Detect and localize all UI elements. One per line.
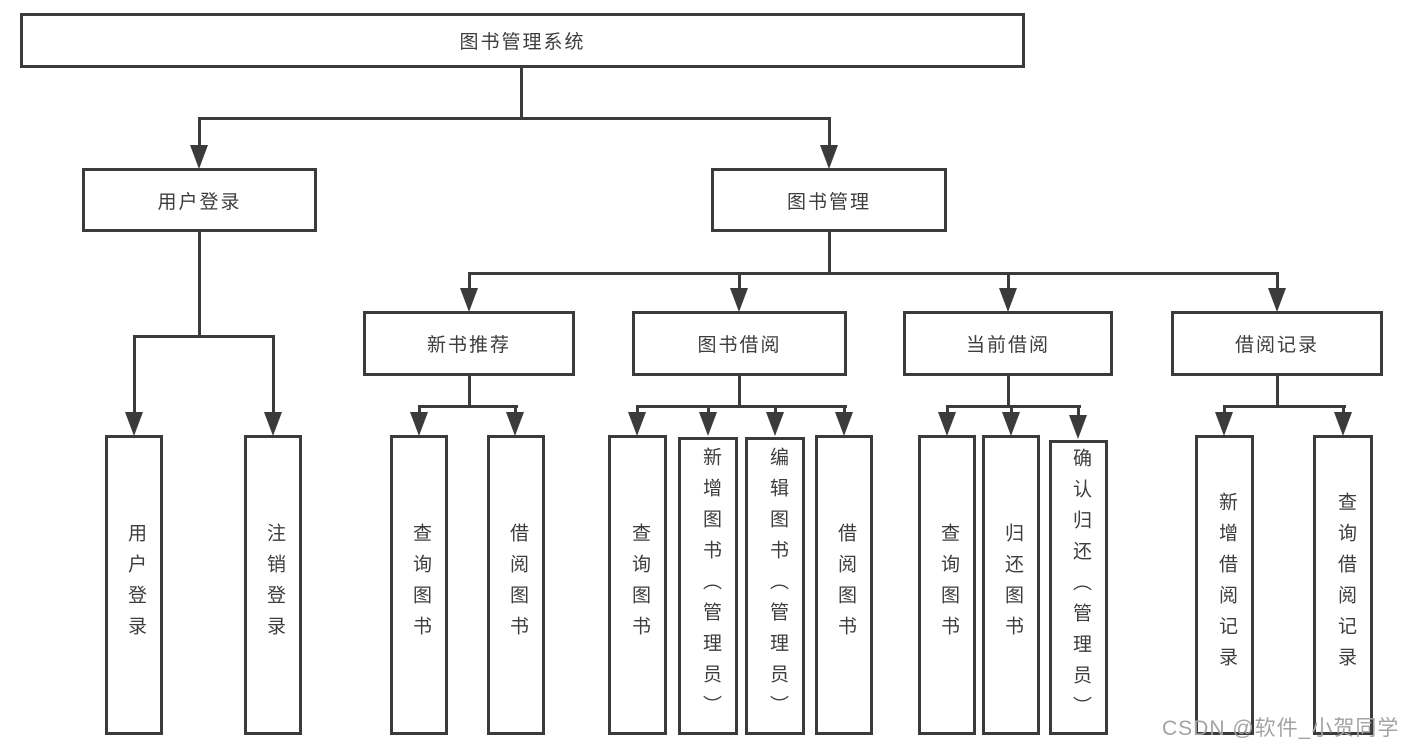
leaf-edit-books-admin: 编辑图书（管理员） <box>745 437 805 735</box>
leaf-query-books-recommend: 查询图书 <box>390 435 448 735</box>
arrow-down-icon <box>1002 412 1020 436</box>
connector-book-mgmt-drop <box>828 232 831 275</box>
arrow-down-icon <box>506 412 524 436</box>
arrow-down-icon <box>125 412 143 436</box>
arrow-down-icon <box>410 412 428 436</box>
connector-shaft <box>1007 275 1010 293</box>
arrow-down-icon <box>766 412 784 436</box>
node-current-borrow: 当前借阅 <box>903 311 1113 376</box>
leaf-add-borrow-record: 新增借阅记录 <box>1195 435 1254 735</box>
leaf-add-books-admin: 新增图书（管理员） <box>678 437 738 735</box>
node-root: 图书管理系统 <box>20 13 1025 68</box>
connector-shaft <box>1077 405 1080 419</box>
leaf-user-login: 用户登录 <box>105 435 163 735</box>
connector-bar <box>946 405 1081 408</box>
connector-shaft <box>198 117 201 151</box>
node-book-borrow: 图书借阅 <box>632 311 847 376</box>
arrow-down-icon <box>699 412 717 436</box>
connector-shaft <box>1276 275 1279 293</box>
connector-shaft <box>738 275 741 293</box>
connector-drop <box>1276 376 1279 408</box>
arrow-down-icon <box>820 145 838 169</box>
arrow-down-icon <box>460 288 478 312</box>
node-new-book-recommend: 新书推荐 <box>363 311 575 376</box>
arrow-down-icon <box>1334 412 1352 436</box>
leaf-borrow-books-recommend: 借阅图书 <box>487 435 545 735</box>
arrow-down-icon <box>1268 288 1286 312</box>
leaf-query-books-current: 查询图书 <box>918 435 976 735</box>
arrow-down-icon <box>999 288 1017 312</box>
leaf-confirm-return-admin: 确认归还（管理员） <box>1049 440 1108 735</box>
connector-user-login-bar <box>133 335 275 338</box>
arrow-down-icon <box>190 145 208 169</box>
leaf-query-borrow-record: 查询借阅记录 <box>1313 435 1373 735</box>
arrow-down-icon <box>835 412 853 436</box>
connector-level3-bar <box>468 272 1279 275</box>
arrow-down-icon <box>264 412 282 436</box>
connector-bar <box>418 405 518 408</box>
connector-drop <box>1007 376 1010 408</box>
connector-root-drop <box>520 68 523 117</box>
node-borrow-records: 借阅记录 <box>1171 311 1383 376</box>
node-user-login: 用户登录 <box>82 168 317 232</box>
connector-user-login-drop <box>198 232 201 338</box>
connector-drop <box>468 376 471 408</box>
connector-shaft <box>272 335 275 417</box>
connector-level2-bar <box>198 117 831 120</box>
csdn-watermark: CSDN @软件_小贺同学 <box>1162 717 1400 740</box>
leaf-logout: 注销登录 <box>244 435 302 735</box>
arrow-down-icon <box>628 412 646 436</box>
leaf-query-books-borrow: 查询图书 <box>608 435 667 735</box>
leaf-return-books: 归还图书 <box>982 435 1040 735</box>
connector-bar <box>1223 405 1346 408</box>
connector-bar <box>636 405 847 408</box>
arrow-down-icon <box>1069 415 1087 439</box>
leaf-borrow-books: 借阅图书 <box>815 435 873 735</box>
connector-shaft <box>468 275 471 293</box>
arrow-down-icon <box>1215 412 1233 436</box>
connector-drop <box>738 376 741 408</box>
arrow-down-icon <box>730 288 748 312</box>
connector-shaft <box>133 335 136 417</box>
connector-shaft <box>828 117 831 151</box>
node-book-management: 图书管理 <box>711 168 947 232</box>
arrow-down-icon <box>938 412 956 436</box>
